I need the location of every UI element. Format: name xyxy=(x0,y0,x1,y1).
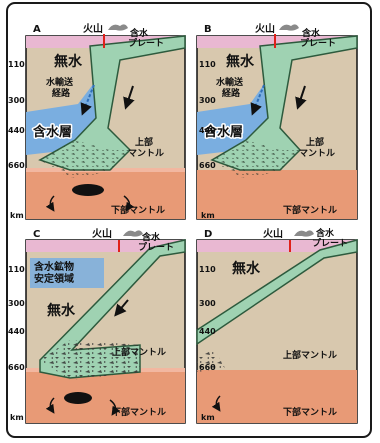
depth-110: 110 xyxy=(8,60,25,69)
panel-d: D 火山 含水プレート 無水 上部マントル 下部マントル 110 300 440… xyxy=(196,227,358,424)
svg-text:660: 660 xyxy=(199,161,216,170)
svg-text:660: 660 xyxy=(8,363,25,372)
volcano-label: 火山 xyxy=(263,227,283,240)
svg-text:440: 440 xyxy=(8,327,25,336)
depth-km: km xyxy=(10,211,24,220)
upper-mantle-label: 上部マントル xyxy=(112,346,166,358)
svg-text:300: 300 xyxy=(199,96,216,105)
svg-text:km: km xyxy=(201,211,215,220)
anhydrous-label: 無水 xyxy=(232,260,261,277)
svg-text:km: km xyxy=(10,413,24,422)
depth-440: 440 xyxy=(8,126,25,135)
volcano-label: 火山 xyxy=(255,22,275,35)
anhydrous-label: 無水 xyxy=(54,53,83,70)
upper-mantle-label: 上部マントル xyxy=(283,349,337,361)
lower-mantle-label: 下部マントル xyxy=(283,204,337,216)
anhydrous-label: 無水 xyxy=(47,302,76,319)
svg-text:660: 660 xyxy=(199,363,216,372)
svg-text:水輸送経路: 水輸送経路 xyxy=(216,76,244,99)
svg-text:含水鉱物安定領域: 含水鉱物安定領域 xyxy=(34,260,74,285)
svg-text:110: 110 xyxy=(199,60,216,69)
depth-300: 300 xyxy=(8,96,25,105)
svg-text:110: 110 xyxy=(8,265,25,274)
panel-a-label: A xyxy=(33,24,41,35)
panel-a: A 火山 含水プレート 無水 水輸送経路 含水層 上部マントル 下部マントル 1… xyxy=(8,22,186,220)
panel-c-label: C xyxy=(33,229,40,240)
svg-text:440: 440 xyxy=(199,126,216,135)
svg-text:km: km xyxy=(201,413,215,422)
panel-c: C 火山 含水プレート 含水鉱物安定領域 無水 上部マントル 下部マントル 11… xyxy=(8,227,186,424)
svg-text:含水プレート: 含水プレート xyxy=(312,227,348,249)
depth-660: 660 xyxy=(8,161,25,170)
svg-text:300: 300 xyxy=(199,299,216,308)
svg-text:水輸送経路: 水輸送経路 xyxy=(46,76,74,99)
panel-b-label: B xyxy=(204,24,212,35)
hydrous-layer-label: 含水層 xyxy=(203,124,243,140)
lower-mantle-label: 下部マントル xyxy=(112,406,166,418)
svg-text:300: 300 xyxy=(8,299,25,308)
hydrous-layer-label: 含水層 xyxy=(32,124,72,140)
panel-d-label: D xyxy=(204,229,212,240)
volcano-label: 火山 xyxy=(83,22,103,35)
svg-text:110: 110 xyxy=(199,265,216,274)
lower-mantle-label: 下部マントル xyxy=(111,204,165,216)
anhydrous-label: 無水 xyxy=(226,53,255,70)
svg-text:440: 440 xyxy=(199,327,216,336)
volcano-label: 火山 xyxy=(92,227,112,240)
panel-b: B 火山 含水プレート 無水 水輸送経路 含水層 上部マントル 下部マントル 1… xyxy=(196,22,358,220)
lower-mantle-label: 下部マントル xyxy=(283,406,337,418)
